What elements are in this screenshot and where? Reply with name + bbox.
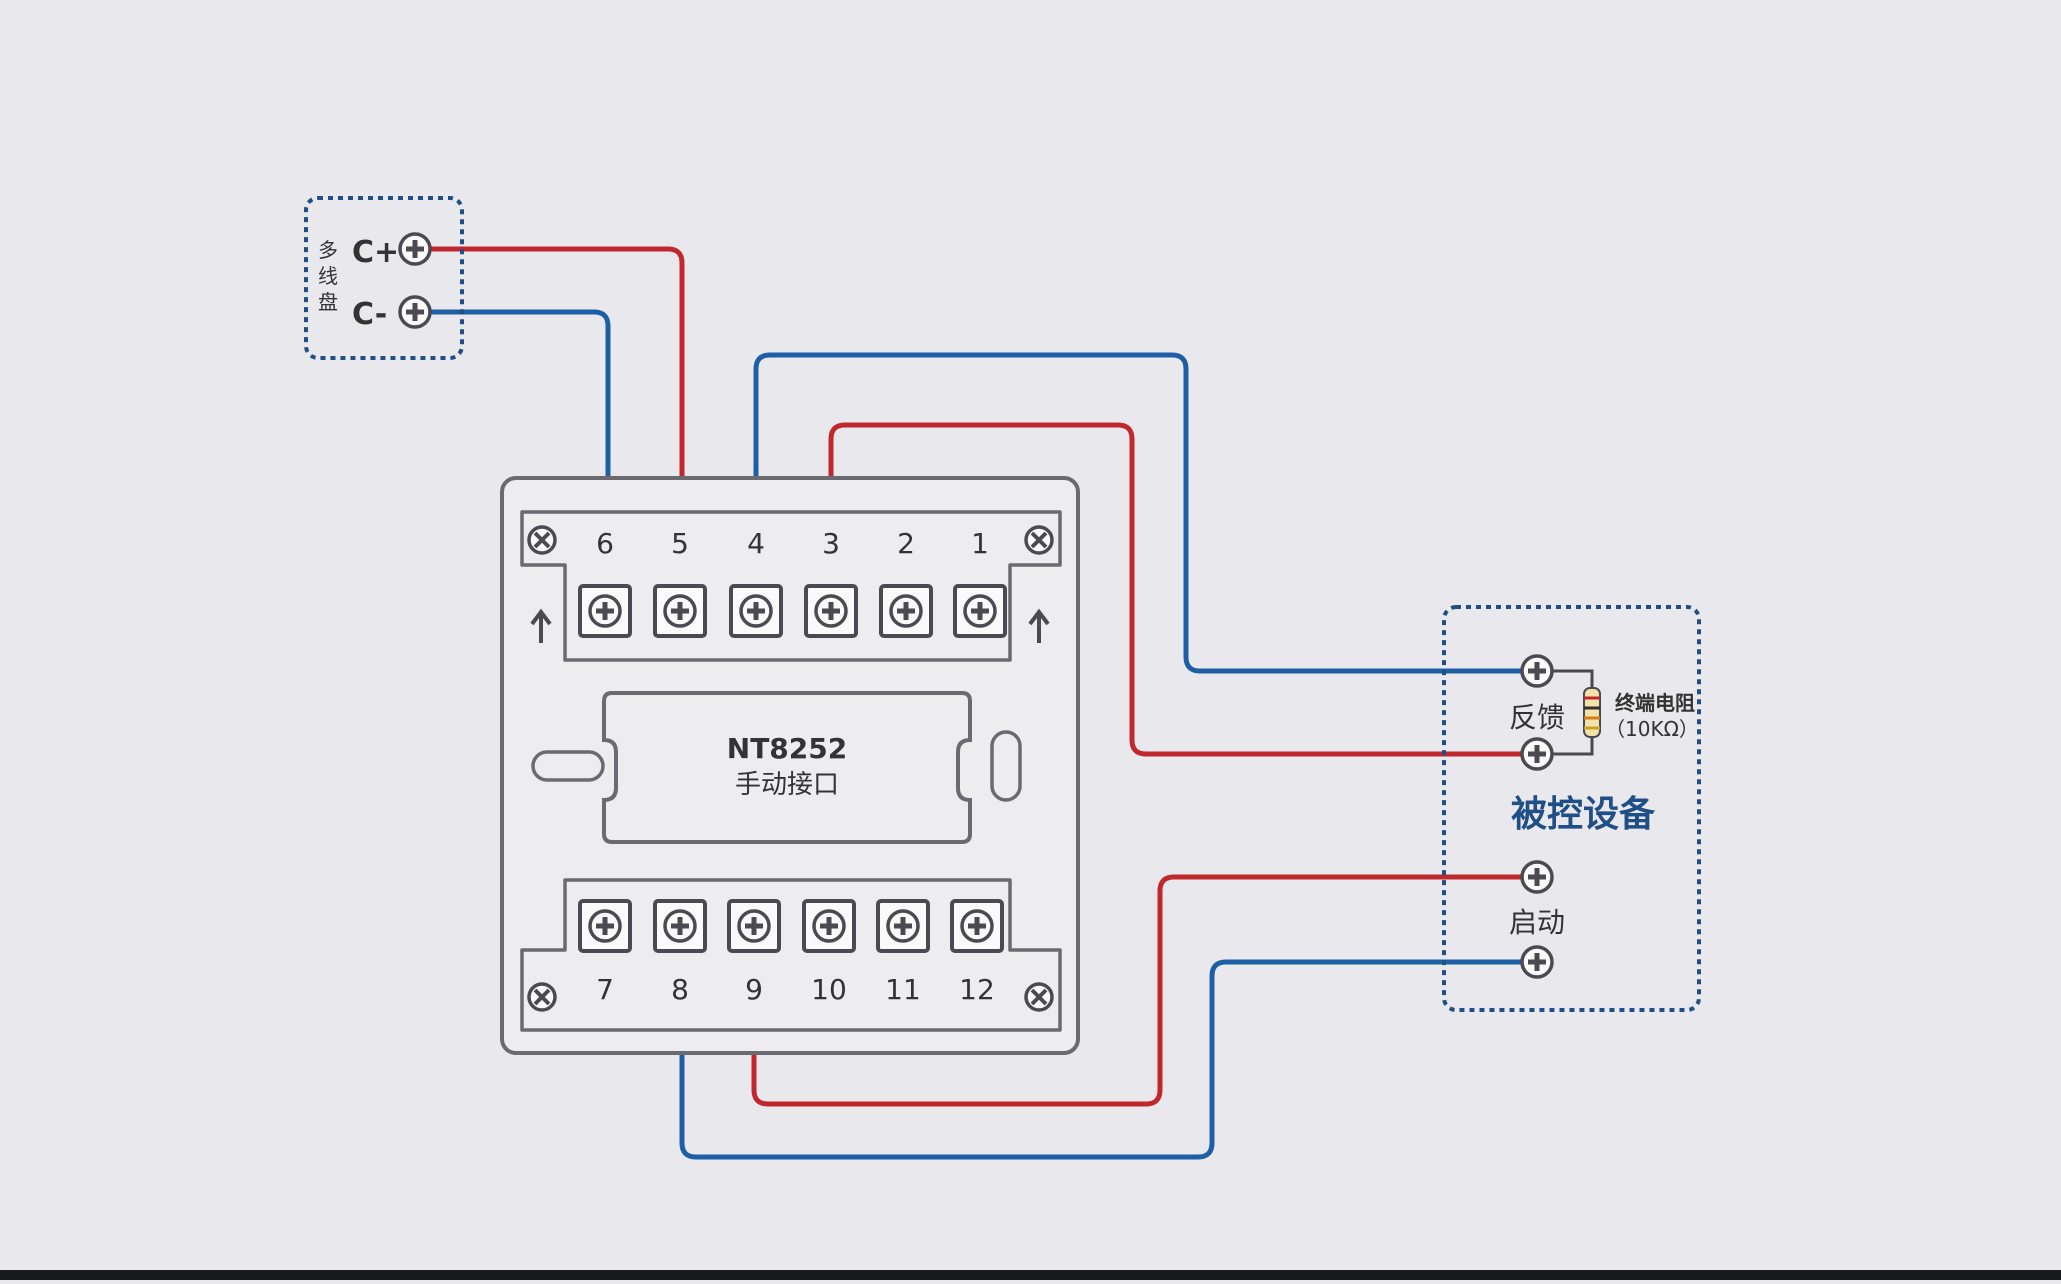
screw-terminal-icon	[580, 901, 630, 951]
up-arrow-icon	[1028, 608, 1050, 643]
bus-label-char-3: 盘	[318, 290, 338, 314]
bottom-terminal-number: 12	[959, 973, 995, 1006]
screw-terminal-icon	[881, 586, 931, 636]
wire-3-to-feedback-bottom	[828, 422, 1537, 757]
top-terminal-number: 1	[971, 527, 989, 560]
module-nt8252: NT8252 手动接口 6 5 4 3 2 1 7 8 9 10 11 12	[500, 476, 1080, 1055]
controlled-device-box: 反馈 终端电阻 （10KΩ） 被控设备 启动	[1442, 605, 1701, 1012]
screw-terminal-icon	[655, 586, 705, 636]
c-minus-terminal-icon	[400, 297, 430, 327]
bottom-terminal-number: 11	[885, 973, 921, 1006]
bottom-terminal-number: 10	[811, 973, 847, 1006]
mounting-slot-left	[531, 750, 605, 782]
wire-c-plus-to-5	[415, 246, 685, 478]
screw-terminal-icon	[878, 901, 928, 951]
screw-terminal-icon	[729, 901, 779, 951]
mounting-screw-icon	[1024, 982, 1054, 1012]
screw-terminal-icon	[731, 586, 781, 636]
bottom-terminal-number: 7	[596, 973, 614, 1006]
start-label: 启动	[1509, 906, 1565, 939]
screw-terminal-icon	[804, 901, 854, 951]
screw-terminal-icon	[806, 586, 856, 636]
c-minus-label: C-	[352, 297, 387, 332]
wire-4-to-feedback-top	[753, 352, 1537, 674]
top-terminal-number: 3	[822, 527, 840, 560]
start-terminal-icon	[1522, 947, 1552, 977]
bottom-terminal-number: 8	[671, 973, 689, 1006]
top-terminal-strip	[520, 510, 1062, 662]
feedback-terminal-icon	[1522, 656, 1552, 686]
label-plate	[602, 691, 972, 844]
bottom-terminal-number: 9	[745, 973, 763, 1006]
top-terminal-number: 2	[897, 527, 915, 560]
screw-terminal-icon	[580, 586, 630, 636]
wire-c-minus-to-6	[415, 309, 611, 478]
bus-box: 多 线 盘 C+ C-	[304, 196, 464, 360]
device-title: 被控设备	[1511, 794, 1656, 835]
top-terminal-numbers: 6 5 4 3 2 1	[596, 527, 989, 560]
screw-terminal-icon	[952, 901, 1002, 951]
mounting-screw-icon	[1024, 525, 1054, 555]
resistor-label: 终端电阻	[1615, 691, 1695, 715]
feedback-terminal-icon	[1522, 739, 1552, 769]
top-terminal-number: 6	[596, 527, 614, 560]
start-terminal-icon	[1522, 862, 1552, 892]
screw-terminal-icon	[655, 901, 705, 951]
bottom-terminal-strip	[520, 878, 1062, 1032]
resistor-value: （10KΩ）	[1605, 717, 1699, 741]
feedback-label: 反馈	[1509, 701, 1565, 734]
mounting-slot-right	[990, 730, 1022, 802]
bottom-terminal-numbers: 7 8 9 10 11 12	[596, 973, 995, 1006]
top-terminal-number: 5	[671, 527, 689, 560]
bus-label-char-2: 线	[318, 264, 338, 288]
top-terminal-number: 4	[747, 527, 765, 560]
c-plus-label: C+	[352, 235, 399, 270]
bus-label-char-1: 多	[318, 238, 338, 262]
c-plus-terminal-icon	[400, 234, 430, 264]
wire-9-to-start-top	[751, 874, 1537, 1107]
module-model: NT8252	[727, 732, 847, 765]
mounting-screw-icon	[527, 525, 557, 555]
mounting-screw-icon	[527, 982, 557, 1012]
up-arrow-icon	[530, 608, 552, 643]
wire-8-to-start-bottom	[679, 959, 1537, 1160]
resistor-icon	[1552, 669, 1601, 756]
screw-terminal-icon	[955, 586, 1005, 636]
bottom-border	[0, 1270, 2061, 1280]
module-name: 手动接口	[735, 770, 839, 800]
wires	[415, 246, 1537, 1160]
